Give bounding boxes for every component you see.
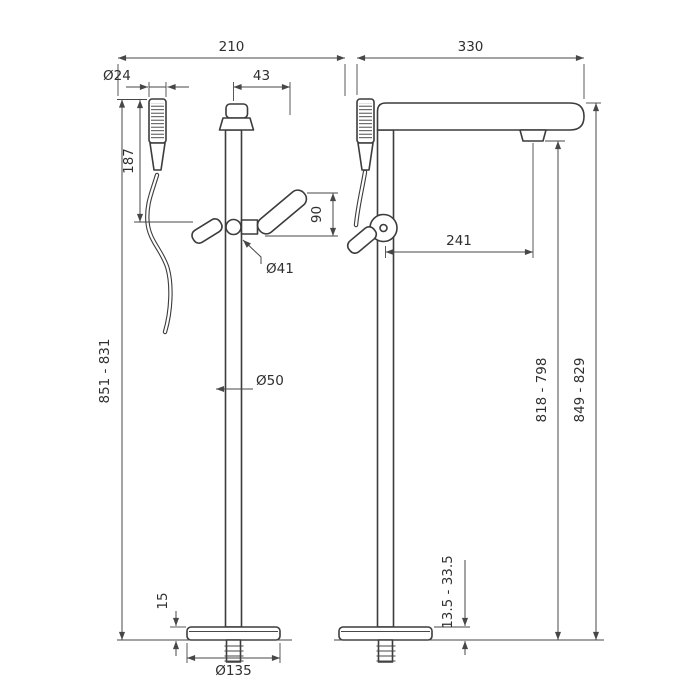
dim-spout-reach-label: 241: [446, 233, 472, 249]
front-column: [224, 129, 243, 628]
side-hose-elbow: [346, 226, 378, 254]
front-base-plate: [186, 626, 281, 641]
dim-overall-height-range-label: 849 - 829: [572, 358, 588, 423]
side-handshower-texture: [359, 103, 372, 140]
side-handshower: [353, 98, 375, 228]
side-hose-core: [354, 170, 367, 227]
handshower-spray-texture: [151, 103, 164, 140]
dim-column-diameter-label: Ø50: [256, 373, 284, 389]
front-joint: [225, 218, 242, 236]
dim-column-diameter: Ø50: [216, 373, 284, 393]
dim-outlet-height-range-label: 818 - 798: [534, 358, 550, 423]
dim-joint-diameter: Ø41: [242, 239, 294, 277]
side-base-plate: [338, 626, 433, 641]
dim-spout-reach: 241: [385, 143, 534, 258]
dim-handshower-length-label: 187: [121, 148, 137, 174]
dim-overall-depth-label: 330: [458, 39, 484, 55]
dim-outlet-height-range: 818 - 798: [534, 140, 565, 640]
front-handshower: [145, 98, 173, 335]
front-hose-elbow: [191, 218, 223, 244]
dim-floor-adjustment-range-label: 13.5 - 33.5: [440, 555, 456, 629]
dim-handshower-diameter-label: Ø24: [103, 68, 131, 84]
dim-overall-height-range: 849 - 829: [572, 102, 601, 640]
side-view: [334, 98, 604, 663]
side-spout-outlet: [519, 129, 547, 142]
dim-handle-length-label: 90: [309, 206, 325, 223]
side-spout-arm: [376, 102, 585, 131]
dim-handle-length: 90: [265, 192, 338, 237]
dim-base-diameter: Ø135: [186, 643, 281, 679]
side-dimensions: 330 241 818 - 798 849 - 829 13.5 - 33.5: [356, 39, 601, 655]
front-spout-head: [218, 117, 255, 131]
front-handle-lever: [256, 189, 308, 235]
front-handle-stem: [240, 219, 259, 235]
dim-base-height-label: 15: [155, 592, 171, 609]
front-spout-cap: [225, 103, 249, 119]
dim-base-height: 15: [155, 592, 186, 656]
handshower-body: [149, 142, 166, 171]
dim-floor-adjustment-range: 13.5 - 33.5: [434, 555, 470, 655]
front-dimensions: 210 Ø24 43 187 90: [97, 39, 346, 679]
dim-spout-offset-label: 43: [253, 68, 270, 84]
handshower-hose-core: [146, 173, 172, 334]
side-handshower-body: [357, 142, 374, 171]
dim-handshower-diameter: Ø24: [103, 68, 189, 97]
dim-base-diameter-label: Ø135: [215, 663, 251, 679]
dim-height-range: 851 - 831: [97, 99, 126, 640]
dim-overall-width: 210: [117, 39, 346, 96]
dim-height-range-label: 851 - 831: [97, 339, 113, 404]
side-column: [376, 129, 395, 628]
dim-spout-offset: 43: [233, 68, 291, 115]
front-view: [117, 98, 308, 663]
dim-overall-width-label: 210: [219, 39, 245, 55]
side-base-thread: [376, 645, 396, 662]
dim-joint-diameter-label: Ø41: [266, 261, 294, 277]
side-holder-pin: [379, 223, 388, 233]
dim-overall-depth: 330: [356, 39, 585, 99]
